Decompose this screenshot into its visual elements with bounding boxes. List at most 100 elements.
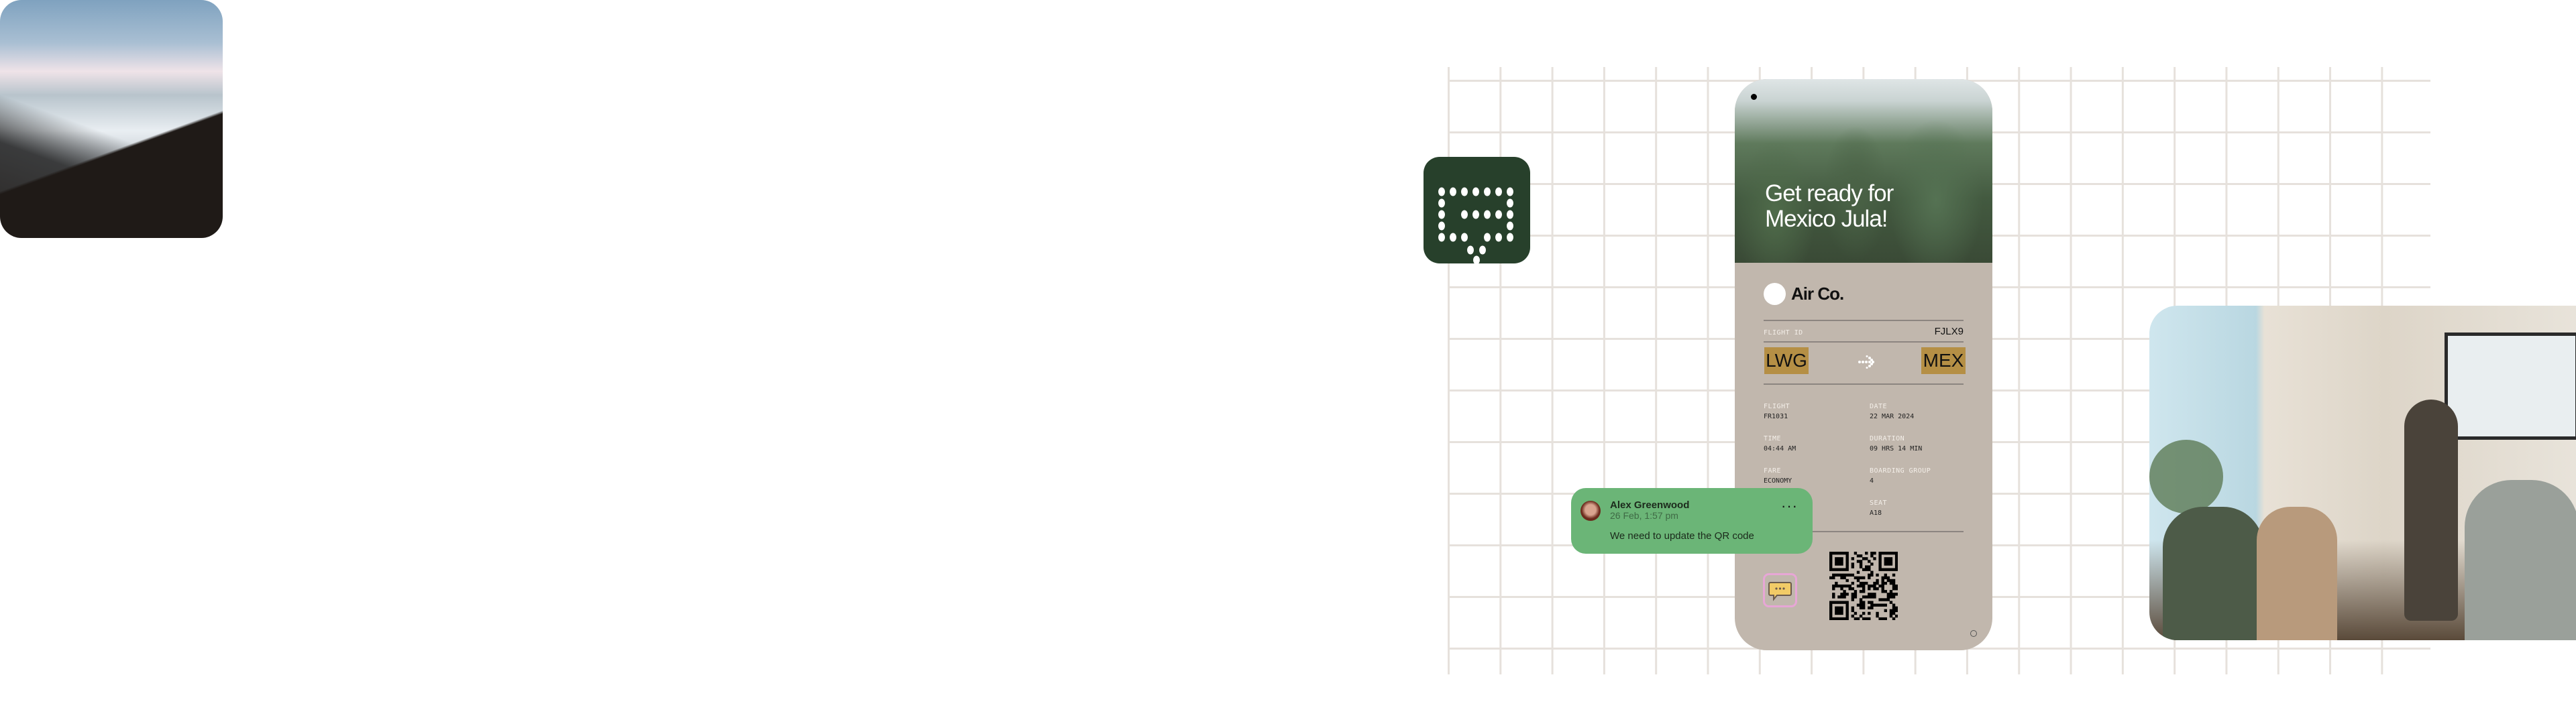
qr-module: [1862, 606, 1866, 609]
qr-module: [1832, 595, 1835, 599]
qr-module: [1881, 617, 1884, 620]
qr-module: [1862, 617, 1866, 620]
dot: [1438, 210, 1445, 219]
comment-card[interactable]: Alex Greenwood 26 Feb, 1:57 pm ··· We ne…: [1571, 488, 1813, 554]
qr-module: [1859, 565, 1863, 568]
dot: [1472, 187, 1479, 196]
meeting-photo: [2149, 306, 2576, 640]
person: [2465, 480, 2576, 640]
qr-module: [1865, 581, 1868, 585]
qr-module: [1865, 565, 1868, 568]
qr-module: [1832, 593, 1835, 596]
qr-module: [1829, 565, 1833, 568]
qr-module: [1840, 611, 1843, 615]
qr-module: [1843, 568, 1846, 571]
qr-module: [1892, 579, 1896, 583]
qr-module: [1868, 617, 1871, 620]
more-options-button[interactable]: ···: [1781, 497, 1798, 514]
camera-dot: [1751, 94, 1757, 100]
qr-module: [1845, 617, 1849, 620]
qr-module: [1884, 573, 1887, 577]
qr-module: [1845, 554, 1849, 558]
dot: [1438, 198, 1445, 208]
qr-module: [1851, 614, 1855, 618]
qr-module: [1854, 552, 1858, 555]
qr-module: [1829, 606, 1833, 609]
qr-module: [1868, 584, 1871, 588]
dot: [1507, 210, 1513, 219]
app-icon[interactable]: [1424, 157, 1530, 263]
qr-module: [1876, 587, 1879, 591]
qr-module: [1840, 568, 1843, 571]
person: [2257, 507, 2337, 640]
qr-module: [1894, 552, 1898, 555]
qr-module: [1854, 617, 1858, 620]
qr-module: [1886, 576, 1890, 580]
qr-module: [1878, 557, 1882, 560]
qr-module: [1851, 573, 1855, 577]
qr-module: [1843, 576, 1846, 580]
qr-module: [1829, 576, 1833, 580]
qr-module: [1868, 565, 1871, 568]
dot: [1484, 187, 1491, 196]
qr-module: [1859, 601, 1863, 604]
qr-module: [1878, 560, 1882, 563]
qr-module: [1881, 584, 1884, 588]
qr-module: [1835, 581, 1838, 585]
qr-module: [1868, 606, 1871, 609]
qr-module: [1876, 603, 1879, 607]
qr-module: [1851, 593, 1855, 596]
comment-button[interactable]: [1763, 573, 1797, 607]
qr-module: [1886, 579, 1890, 583]
qr-module: [1873, 584, 1876, 588]
dotted-chat-bubble-icon: [1438, 187, 1513, 263]
qr-module: [1894, 568, 1898, 571]
qr-module: [1873, 595, 1876, 599]
qr-module: [1829, 552, 1833, 555]
qr-module: [1859, 576, 1863, 580]
qr-module: [1862, 595, 1866, 599]
qr-module: [1859, 581, 1863, 585]
detail-value: 09 HRS 14 MIN: [1870, 445, 1923, 452]
person: [2404, 400, 2458, 621]
dot: [1461, 210, 1468, 219]
qr-module: [1845, 560, 1849, 563]
qr-module: [1876, 573, 1879, 577]
qr-module: [1854, 595, 1858, 599]
qr-module: [1845, 593, 1849, 596]
qr-module: [1892, 606, 1896, 609]
qr-module: [1832, 576, 1835, 580]
qr-module: [1845, 568, 1849, 571]
qr-module: [1878, 598, 1882, 601]
qr-module: [1878, 603, 1882, 607]
qr-module: [1892, 584, 1896, 588]
qr-module: [1843, 593, 1846, 596]
qr-module: [1892, 595, 1896, 599]
qr-module: [1878, 554, 1882, 558]
headline-line-2: Mexico Jula!: [1765, 206, 1888, 232]
dot: [1507, 198, 1513, 208]
qr-module: [1856, 603, 1860, 607]
dot: [1507, 221, 1513, 231]
qr-module: [1876, 581, 1879, 585]
qr-module: [1829, 554, 1833, 558]
presentation-screen: [2445, 333, 2576, 440]
qr-module: [1892, 568, 1896, 571]
dot: [1461, 233, 1468, 242]
qr-module: [1837, 573, 1841, 577]
qr-module: [1870, 593, 1874, 596]
qr-module: [1873, 603, 1876, 607]
dot: [1450, 187, 1456, 196]
qr-module: [1884, 552, 1887, 555]
resize-handle[interactable]: [1970, 630, 1977, 637]
qr-module: [1881, 568, 1884, 571]
qr-module: [1856, 570, 1860, 574]
qr-module: [1868, 611, 1871, 615]
qr-module: [1862, 611, 1866, 615]
qr-module: [1870, 601, 1874, 604]
qr-module: [1862, 603, 1866, 607]
qr-module: [1892, 587, 1896, 591]
qr-module: [1829, 557, 1833, 560]
brand-logo-icon: [1764, 283, 1786, 305]
dot: [1438, 233, 1445, 242]
